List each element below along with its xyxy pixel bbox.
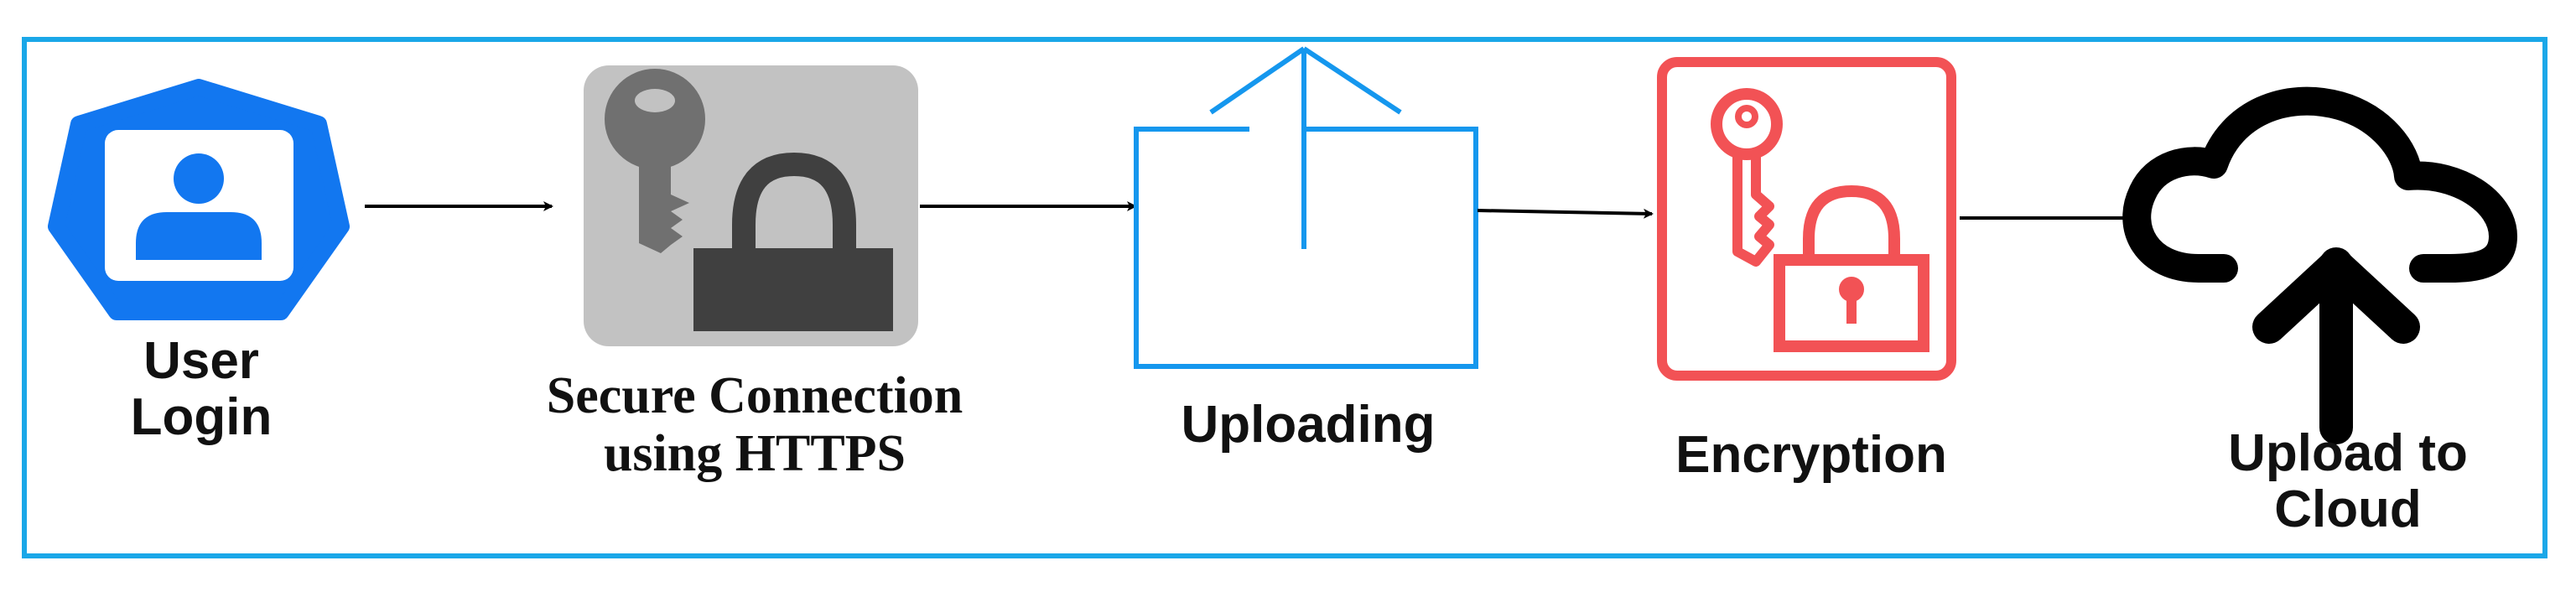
step-label-uploading: Uploading — [1098, 397, 1518, 454]
flow-arrow-3 — [1477, 208, 1654, 219]
upload-icon — [1134, 46, 1478, 369]
step-label-line: Uploading — [1181, 396, 1436, 454]
step-label-upload-to-cloud: Upload to Cloud — [2180, 424, 2516, 538]
step-label-line: using HTTPS — [603, 425, 906, 483]
step-label-line: Secure Connection — [546, 367, 963, 424]
diagram-frame — [22, 37, 2547, 558]
step-label-line: Login — [130, 387, 273, 446]
step-label-encryption: Encryption — [1593, 426, 2029, 484]
step-label-line: Encryption — [1675, 426, 1947, 484]
step-label-user-login: User Login — [88, 332, 314, 446]
step-label-line: Upload to — [2228, 424, 2468, 482]
user-login-icon — [48, 79, 350, 320]
cloud-upload-icon — [2122, 86, 2517, 444]
step-label-line: Cloud — [2274, 480, 2422, 538]
step-label-secure-connection: Secure Connection using HTTPS — [453, 367, 1057, 484]
step-label-line: User — [143, 332, 259, 390]
key-lock-icon — [584, 65, 918, 346]
encryption-icon — [1657, 57, 1956, 381]
